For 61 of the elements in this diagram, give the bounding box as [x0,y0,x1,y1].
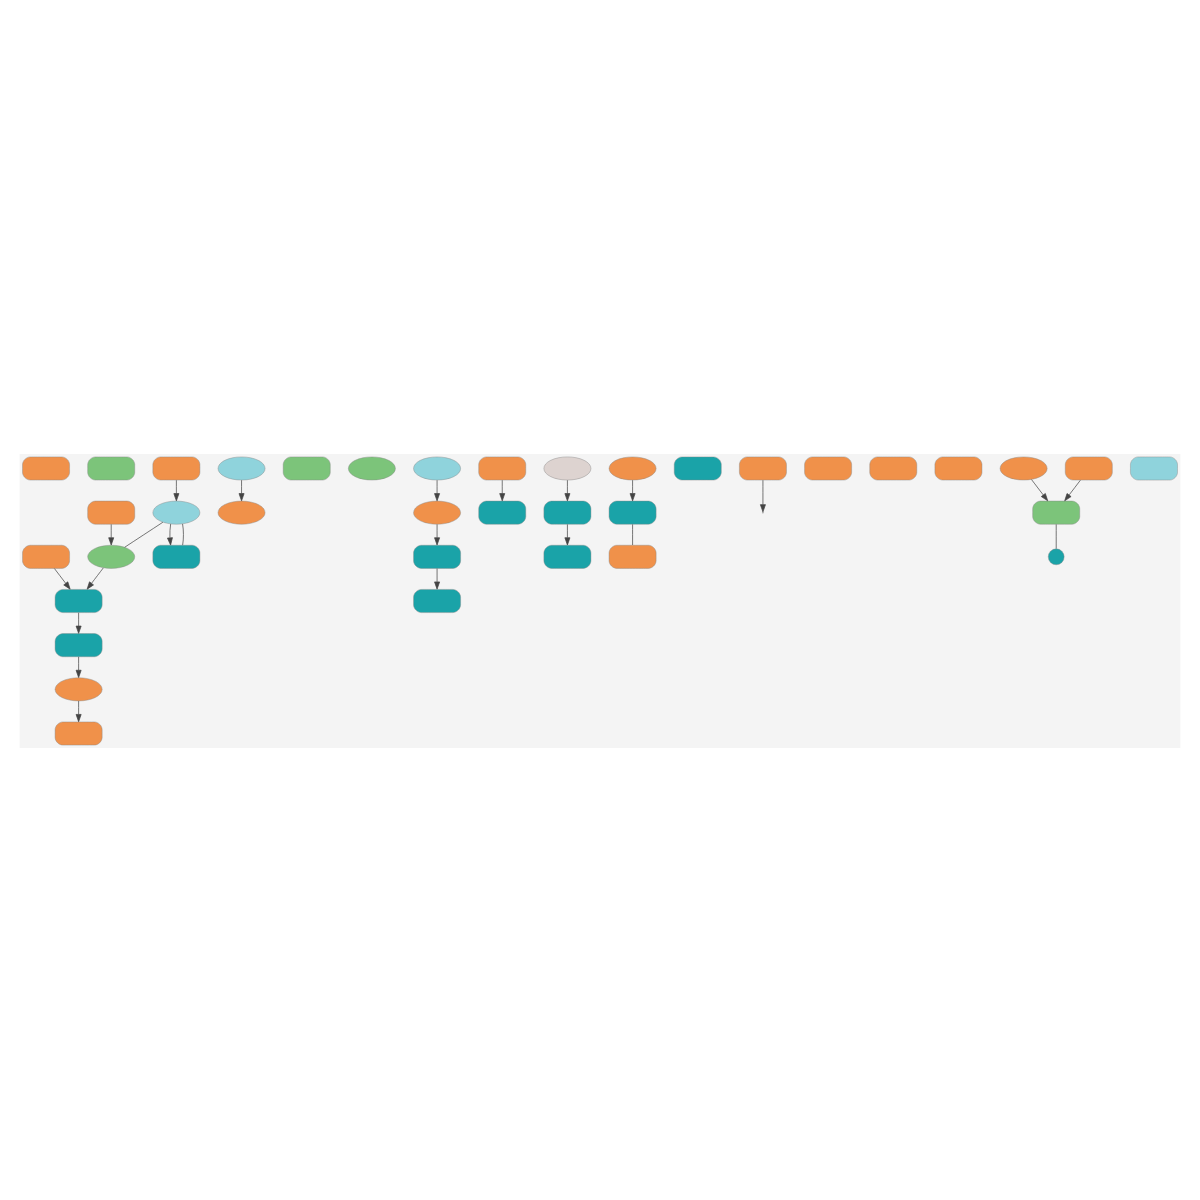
node-box [543,544,592,568]
arrow [434,523,440,545]
arrow [564,523,571,545]
arrow [1031,478,1049,501]
node-box [413,544,461,568]
connector [182,522,184,545]
node-box [478,499,526,524]
node-box [87,499,135,524]
node-ellipse [543,455,592,480]
node-circle [1048,547,1065,564]
node-ellipse [999,455,1048,480]
node-box [54,632,103,656]
node-ellipse [217,455,266,480]
node-box [869,455,918,480]
arrow [760,478,766,512]
node-ellipse [413,455,461,480]
node-box [54,720,103,745]
arrow [86,566,104,589]
node-ellipse [348,455,396,480]
node-box [543,499,592,524]
node-box [1130,455,1178,480]
node-box [1032,499,1080,524]
node-box [804,455,852,480]
node-box [54,588,103,612]
arrow [75,699,82,722]
node-box [413,588,461,612]
node-box [152,455,201,480]
arrow [173,478,180,501]
node-box [608,499,657,524]
node-ellipse [217,499,266,524]
connector [124,520,164,547]
node-box [282,455,331,480]
node-box [674,455,722,480]
node-box [22,544,70,568]
node-box [478,455,526,480]
node-box [152,544,201,568]
arrow [54,567,71,589]
node-ellipse [54,676,103,701]
connector [1055,523,1057,548]
node-ellipse [413,499,461,524]
arrow [75,655,82,677]
node-ellipse [152,499,201,524]
arrow [75,611,82,633]
arrow [564,478,571,501]
arrow [108,523,115,545]
node-ellipse [87,544,135,568]
node-box [608,544,657,568]
arrow [434,567,440,589]
node-box [22,455,70,480]
node-ellipse [608,455,657,480]
arrow [499,478,506,501]
arrow [629,478,636,501]
connector [632,523,633,545]
arrow [238,478,245,501]
arrow [167,522,173,545]
node-box [1065,455,1113,480]
arrow [434,478,440,501]
arrow [1064,478,1081,501]
node-box [739,455,787,480]
node-box [87,455,135,480]
node-box [934,455,983,480]
